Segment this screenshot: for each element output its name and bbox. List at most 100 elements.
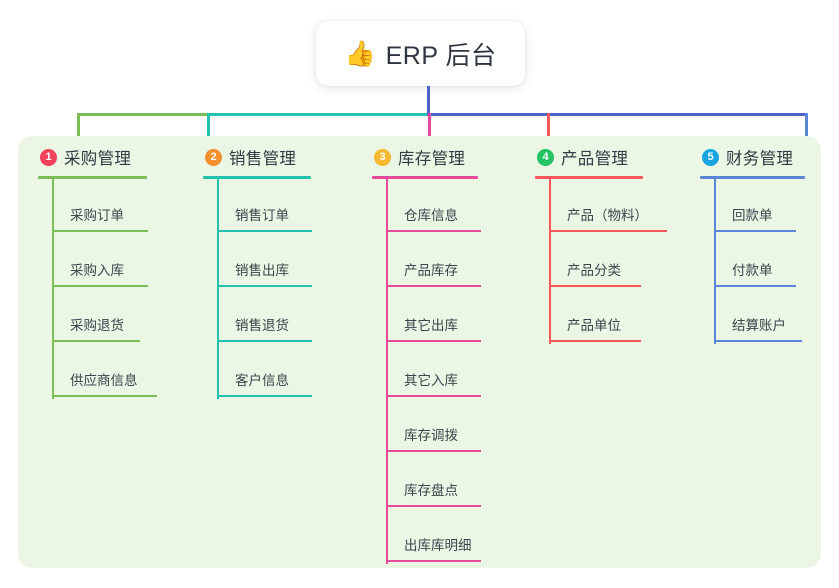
connector-segment-3 <box>427 113 808 116</box>
branch-item-underline <box>52 230 148 232</box>
branch-item-label: 销售出库 <box>235 263 289 278</box>
branch-item-underline <box>386 450 481 452</box>
branch-number-badge: 3 <box>374 148 391 166</box>
branch-item[interactable]: 产品库存 <box>386 234 481 289</box>
root-node[interactable]: 👍 ERP 后台 <box>316 21 525 86</box>
branch-drop-4 <box>547 113 550 142</box>
branch-items: 回款单付款单结算账户 <box>714 179 805 344</box>
branch-item[interactable]: 销售订单 <box>217 179 312 234</box>
branch-item[interactable]: 产品分类 <box>549 234 643 289</box>
branch-title: 销售管理 <box>229 150 297 168</box>
branch-item-label: 供应商信息 <box>70 373 138 388</box>
branch-number-badge: 2 <box>205 148 222 166</box>
branch-title: 库存管理 <box>398 150 466 168</box>
branch-item-underline <box>386 395 481 397</box>
branch-item-label: 采购退货 <box>70 318 124 333</box>
branch-item[interactable]: 出库库明细 <box>386 509 481 564</box>
branch-item[interactable]: 其它入库 <box>386 344 481 399</box>
branch-item-label: 库存盘点 <box>404 483 458 498</box>
branch-item-underline <box>52 285 148 287</box>
branch-header-2[interactable]: 2 销售管理 <box>203 144 311 170</box>
branch-item[interactable]: 付款单 <box>714 234 805 289</box>
branch-items: 产品（物料） 产品分类产品单位 <box>549 179 667 344</box>
branch-item-underline <box>52 340 140 342</box>
branch-item[interactable]: 采购退货 <box>52 289 147 344</box>
branch-item[interactable]: 销售出库 <box>217 234 312 289</box>
branch-underline <box>372 176 478 179</box>
branch-item[interactable]: 其它出库 <box>386 289 481 344</box>
branch-item-label: 回款单 <box>732 208 773 223</box>
branch-item-underline <box>714 340 802 342</box>
branch-item-underline <box>217 230 312 232</box>
branch-item-label: 产品分类 <box>567 263 621 278</box>
branch-item-underline <box>386 285 481 287</box>
branch-item[interactable]: 产品单位 <box>549 289 643 344</box>
branch-items: 仓库信息产品库存其它出库其它入库库存调拨库存盘点出库库明细 <box>386 179 481 564</box>
branch-item[interactable]: 客户信息 <box>217 344 312 399</box>
branch-column-4: 4 产品管理产品（物料） 产品分类产品单位 <box>535 144 667 344</box>
trunk-line <box>427 86 430 116</box>
branch-spine <box>549 179 551 344</box>
branch-item-underline <box>714 285 796 287</box>
branch-underline <box>535 176 643 179</box>
branch-item-label: 产品库存 <box>404 263 458 278</box>
branch-item[interactable]: 结算账户 <box>714 289 805 344</box>
branch-item[interactable]: 采购订单 <box>52 179 148 234</box>
branch-number-badge: 5 <box>702 148 719 166</box>
branch-item-label: 产品单位 <box>567 318 621 333</box>
branch-underline <box>700 176 805 179</box>
connector-segment-1 <box>77 113 207 116</box>
branch-item-label: 其它出库 <box>404 318 458 333</box>
branch-item-underline <box>549 340 641 342</box>
branch-header-1[interactable]: 1 采购管理 <box>38 144 147 170</box>
branch-item-underline <box>386 340 481 342</box>
branch-item-label: 客户信息 <box>235 373 289 388</box>
branch-drop-2 <box>207 113 210 142</box>
branch-item-label: 采购订单 <box>70 208 124 223</box>
branch-item-label: 销售订单 <box>235 208 289 223</box>
branch-items: 销售订单销售出库销售退货客户信息 <box>217 179 312 399</box>
branch-item[interactable]: 采购入库 <box>52 234 148 289</box>
branch-item[interactable]: 库存调拨 <box>386 399 481 454</box>
branch-item[interactable]: 回款单 <box>714 179 805 234</box>
branch-column-2: 2 销售管理销售订单销售出库销售退货客户信息 <box>203 144 312 399</box>
branch-item-label: 出库库明细 <box>404 538 472 553</box>
branch-item-underline <box>714 230 796 232</box>
branch-underline <box>203 176 311 179</box>
branch-item[interactable]: 销售退货 <box>217 289 312 344</box>
branch-spine <box>386 179 388 564</box>
connector-segment-2 <box>207 113 428 116</box>
branch-item-underline <box>386 560 481 562</box>
branch-number-badge: 1 <box>40 148 57 166</box>
branch-spine <box>52 179 54 399</box>
branch-item-label: 其它入库 <box>404 373 458 388</box>
branch-item[interactable]: 供应商信息 <box>52 344 157 399</box>
branch-item[interactable]: 仓库信息 <box>386 179 481 234</box>
branch-title: 产品管理 <box>561 150 629 168</box>
branch-item-underline <box>52 395 157 397</box>
branch-underline <box>38 176 147 179</box>
thumbs-up-icon: 👍 <box>344 40 376 68</box>
branch-item-label: 结算账户 <box>732 318 786 333</box>
branch-spine <box>217 179 219 399</box>
branch-item-underline <box>217 340 312 342</box>
branch-number-badge: 4 <box>537 148 554 166</box>
branch-item[interactable]: 产品（物料） <box>549 179 667 234</box>
branch-title: 采购管理 <box>64 150 132 168</box>
branch-item[interactable]: 库存盘点 <box>386 454 481 509</box>
branch-item-underline <box>549 285 641 287</box>
branch-spine <box>714 179 716 344</box>
branch-item-label: 付款单 <box>732 263 773 278</box>
diagram-canvas <box>18 136 821 568</box>
root-title: ERP 后台 <box>385 41 497 70</box>
branch-header-4[interactable]: 4 产品管理 <box>535 144 643 170</box>
branch-items: 采购订单采购入库采购退货供应商信息 <box>52 179 157 399</box>
branch-item-underline <box>217 395 312 397</box>
branch-item-underline <box>549 230 667 232</box>
branch-header-3[interactable]: 3 库存管理 <box>372 144 478 170</box>
branch-drop-5 <box>805 113 808 142</box>
branch-column-3: 3 库存管理仓库信息产品库存其它出库其它入库库存调拨库存盘点出库库明细 <box>372 144 481 564</box>
branch-item-underline <box>217 285 312 287</box>
